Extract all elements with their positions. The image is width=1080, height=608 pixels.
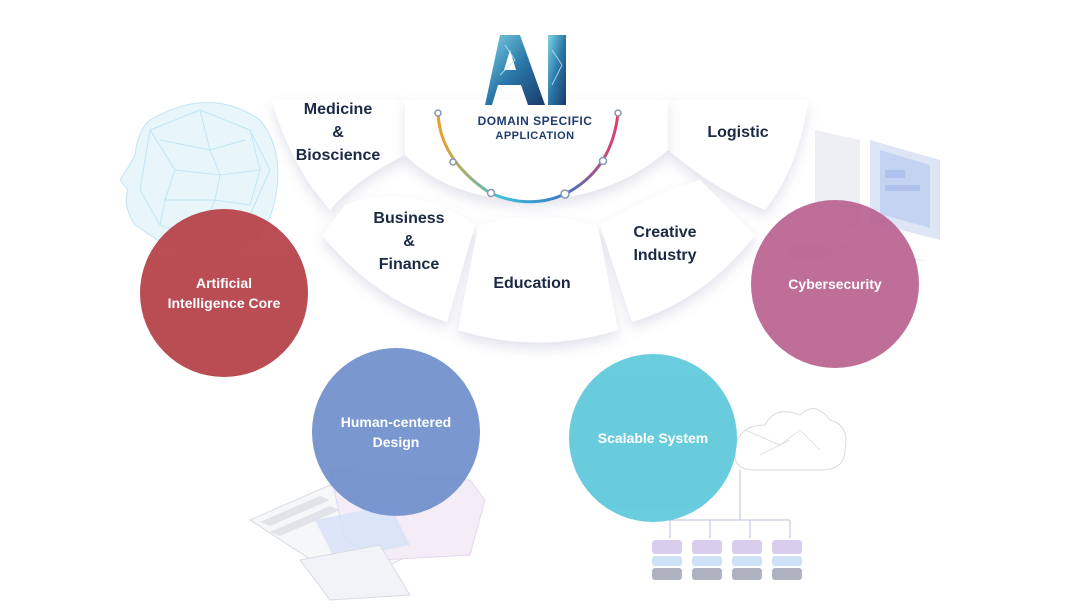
segment-creative [600, 180, 755, 322]
database-stack-icon [652, 408, 847, 580]
logo-subtitle-line2: APPLICATION [495, 130, 575, 142]
logo-subtitle-line1: DOMAIN SPECIFIC [477, 114, 593, 128]
segment-label-business: Business & Finance [373, 210, 445, 273]
arc-node [449, 158, 457, 166]
segment-medicine [272, 100, 405, 210]
segment-label-logistic: Logistic [707, 124, 769, 141]
segment-label-education: Education [493, 275, 571, 292]
segment-label-creative: Creative Industry [633, 224, 697, 264]
circle-cybersecurity: Cybersecurity [751, 200, 919, 368]
arc-node [486, 188, 496, 198]
circle-human-centered: Human-centered Design [312, 348, 480, 516]
segment-logistic [668, 100, 808, 210]
arc-node [614, 109, 622, 117]
circle-scalable: Scalable System [569, 354, 737, 522]
arc-node [434, 109, 442, 117]
segment-label-medicine: Medicine & Bioscience [295, 101, 381, 164]
arc-node [560, 189, 570, 199]
circle-ai-core: Artificial Intelligence Core [140, 209, 308, 377]
ai-logo-icon [485, 35, 566, 105]
segment-education [458, 216, 618, 343]
segment-business [322, 196, 475, 322]
arc-node [598, 156, 608, 166]
segment-ai-center [405, 100, 668, 200]
